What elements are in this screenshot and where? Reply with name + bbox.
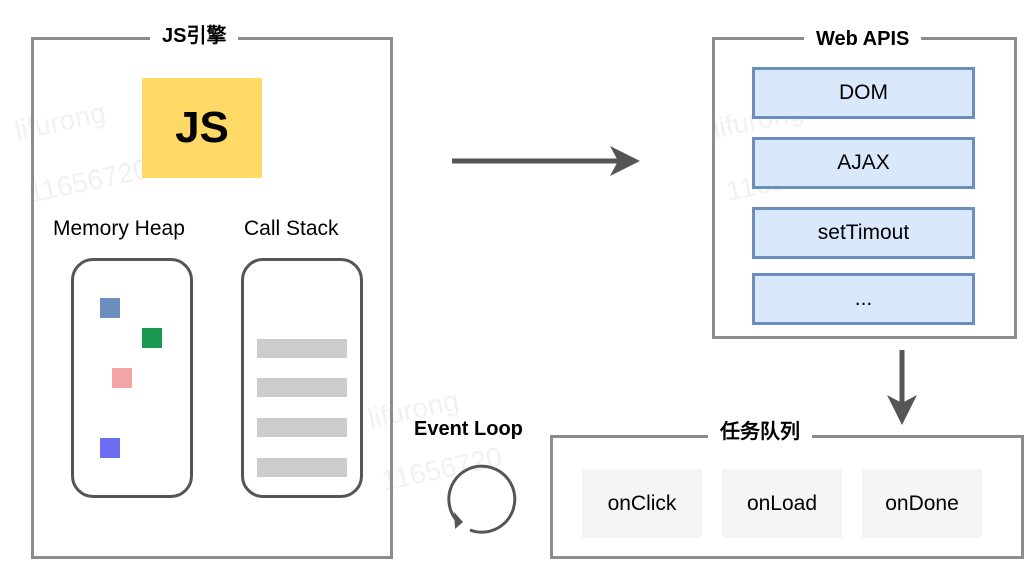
task-item-onload: onLoad bbox=[722, 469, 842, 538]
heap-object bbox=[100, 298, 120, 318]
api-item-more: ... bbox=[752, 273, 975, 325]
web-apis-title: Web APIS bbox=[804, 27, 922, 51]
stack-frame bbox=[257, 339, 347, 358]
js-logo: JS bbox=[142, 78, 262, 178]
memory-heap-label: Memory Heap bbox=[53, 217, 185, 240]
arrow-engine-to-webapis bbox=[452, 146, 640, 176]
arrow-webapis-to-queue bbox=[887, 350, 917, 425]
event-loop-label: Event Loop bbox=[414, 418, 523, 440]
api-item-ajax: AJAX bbox=[752, 137, 975, 189]
stack-frame bbox=[257, 458, 347, 477]
js-engine-title: JS引擎 bbox=[150, 24, 239, 48]
task-item-ondone: onDone bbox=[862, 469, 982, 538]
call-stack-container bbox=[241, 258, 363, 498]
event-loop-icon bbox=[447, 464, 517, 534]
call-stack-label: Call Stack bbox=[244, 217, 339, 240]
api-item-settimout: setTimout bbox=[752, 207, 975, 259]
memory-heap-container bbox=[71, 258, 193, 498]
task-queue-title: 任务队列 bbox=[708, 420, 812, 444]
stack-frame bbox=[257, 378, 347, 397]
task-item-onclick: onClick bbox=[582, 469, 702, 538]
heap-object bbox=[142, 328, 162, 348]
heap-object bbox=[100, 438, 120, 458]
heap-object bbox=[112, 368, 132, 388]
api-item-dom: DOM bbox=[752, 67, 975, 119]
stack-frame bbox=[257, 418, 347, 437]
